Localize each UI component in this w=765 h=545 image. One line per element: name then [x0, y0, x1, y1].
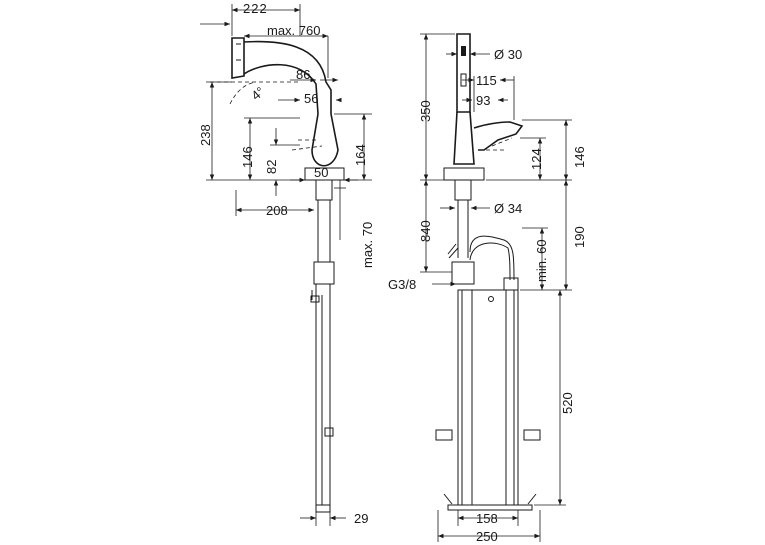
- dim-max-760: max. 760: [267, 23, 320, 38]
- front-view: Ø 30 350 115 93 124 146 Ø 34 840 190 min…: [388, 33, 587, 544]
- spray-arc-dashed: [229, 81, 257, 105]
- side-view: 222 max. 760 86 56 4° 238 146 82 164 50 …: [198, 1, 375, 526]
- side-dimension-labels: 222 max. 760 86 56 4° 238 146 82 164 50 …: [198, 1, 375, 526]
- dim-146-right: 146: [572, 146, 587, 168]
- dim-840: 840: [418, 220, 433, 242]
- front-dimensions: [420, 33, 572, 542]
- dim-angle-4: 4°: [248, 84, 267, 103]
- dim-520: 520: [560, 392, 575, 414]
- dim-93: 93: [476, 93, 490, 108]
- dim-50: 50: [314, 165, 328, 180]
- dim-146-left: 146: [240, 146, 255, 168]
- dim-diameter-34: Ø 34: [494, 201, 522, 216]
- dim-190: 190: [572, 226, 587, 248]
- dim-max-70: max. 70: [360, 222, 375, 268]
- dim-350: 350: [418, 100, 433, 122]
- dim-222: 222: [243, 1, 268, 16]
- side-dimensions: [200, 4, 372, 526]
- dim-86: 86: [296, 67, 310, 82]
- front-faucet-outline: [435, 33, 541, 511]
- lever-swing-dashed: [291, 139, 323, 151]
- dim-250: 250: [476, 529, 498, 544]
- dim-158: 158: [476, 511, 498, 526]
- dim-diameter-30: Ø 30: [494, 47, 522, 62]
- dim-164: 164: [353, 144, 368, 166]
- dim-82: 82: [264, 160, 279, 174]
- thread-g3-8: G3/8: [388, 277, 416, 292]
- dim-208: 208: [266, 203, 288, 218]
- dim-124: 124: [529, 148, 544, 170]
- dim-min-60: min. 60: [534, 239, 549, 282]
- dim-29: 29: [354, 511, 368, 526]
- dim-238: 238: [198, 124, 213, 146]
- dim-115: 115: [476, 73, 497, 88]
- dim-56: 56: [304, 91, 318, 106]
- front-dimension-labels: Ø 30 350 115 93 124 146 Ø 34 840 190 min…: [388, 47, 587, 544]
- side-faucet-outline: [231, 37, 345, 513]
